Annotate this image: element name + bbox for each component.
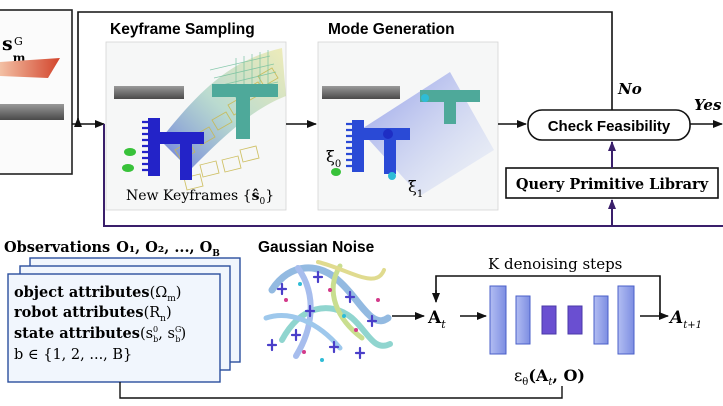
goal-panel-frame [0, 9, 73, 175]
k-steps-label: K denoising steps [488, 255, 622, 273]
mode-generation-panel: ξ0 ξ1 [317, 41, 499, 211]
unet-block-2 [515, 295, 531, 345]
feedback-line [103, 124, 723, 227]
xi0-label: ξ0 [326, 147, 341, 170]
unet-block-3 [541, 305, 557, 335]
unet-denoiser [489, 285, 635, 355]
obs-card-front [7, 273, 221, 383]
keyframe-gripper [142, 118, 204, 180]
unet-block-6 [617, 285, 635, 355]
goal-wall-icon [0, 104, 64, 120]
a-next-label: At+1 [668, 308, 702, 331]
keyframe-wall [114, 86, 184, 99]
mode-title: Mode Generation [328, 21, 455, 38]
attr-robot: robot attributes(Rn) [14, 304, 172, 324]
conditioning-line [119, 382, 563, 399]
mode-contact-point-0 [383, 129, 393, 139]
noise-title: Gaussian Noise [258, 239, 375, 256]
unet-block-5 [593, 295, 609, 345]
mode-t-shape [420, 90, 480, 124]
no-label: No [617, 80, 642, 98]
yes-label: Yes [694, 96, 722, 114]
keyframe-comb-traces [209, 50, 279, 98]
keyframe-title: Keyframe Sampling [110, 21, 255, 38]
check-feasibility-box [527, 109, 691, 141]
index-line: b ∈ {1, 2, ..., B} [14, 347, 132, 363]
keyframe-sampling-panel: New Keyframes {ŝ0} [105, 41, 287, 211]
a-t-label: At [427, 308, 446, 331]
check-feasibility-label: Check Feasibility [548, 118, 671, 135]
attr-object: object attributes(Ωm) [14, 284, 181, 304]
unet-block-4 [567, 305, 583, 335]
mode-contact-point-1 [388, 172, 396, 180]
keyframe-green-marker-2 [122, 164, 134, 172]
mode-wall [322, 86, 400, 99]
keyframe-t-shape [212, 84, 278, 139]
denoise-loop-line [435, 275, 661, 316]
goal-state-panel: sm G [0, 9, 73, 175]
eps-label: εθ(At, O) [514, 366, 585, 388]
goal-state-sup: G [14, 35, 23, 48]
observation-cards: object attributes(Ωm) robot attributes(R… [7, 257, 241, 383]
gaussian-noise-visual [263, 260, 393, 362]
keyframe-green-marker-1 [124, 148, 136, 156]
goal-object-icon [0, 58, 60, 78]
xi1-label: ξ1 [408, 177, 423, 200]
query-library-label: Query Primitive Library [516, 176, 709, 193]
mode-green-marker [331, 168, 341, 176]
keyframe-caption: New Keyframes {ŝ0} [126, 188, 274, 207]
loop-line-top [77, 11, 613, 124]
unet-block-1 [489, 285, 507, 355]
mode-contact-point-2 [421, 94, 429, 102]
